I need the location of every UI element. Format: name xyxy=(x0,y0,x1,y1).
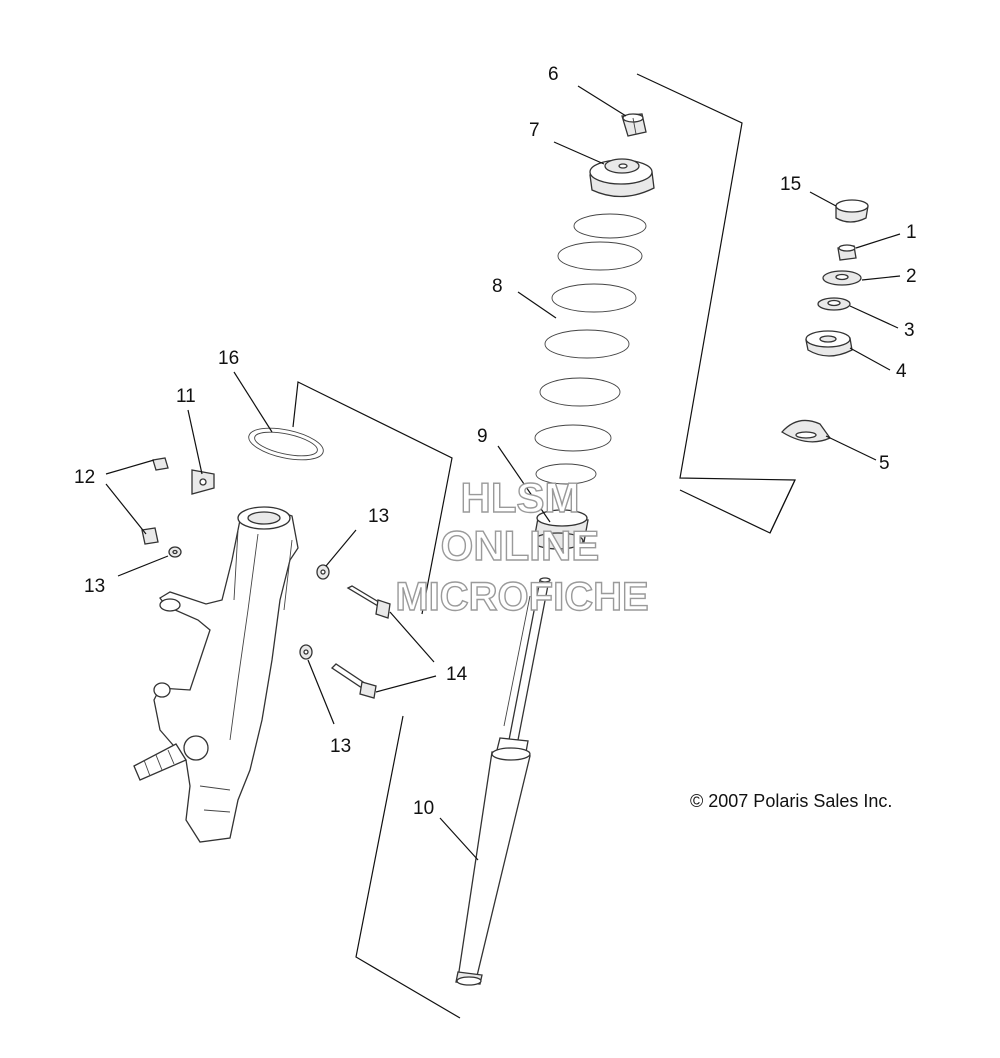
part-7-top-cap xyxy=(589,158,655,198)
leader-15 xyxy=(809,191,837,207)
part-13-washer-lower xyxy=(299,644,313,660)
part-14-bolt-lower xyxy=(330,663,377,699)
assembly-bracket-left xyxy=(292,381,453,615)
callout-3: 3 xyxy=(904,320,915,341)
leader-12-upper xyxy=(105,459,155,475)
part-10-shock-absorber xyxy=(455,577,551,986)
part-11-clip xyxy=(191,469,215,495)
part-1-nut xyxy=(837,244,857,261)
leader-9 xyxy=(497,445,551,523)
leader-5 xyxy=(825,435,877,461)
assembly-bracket-lower xyxy=(355,715,461,1019)
callout-7: 7 xyxy=(529,120,540,141)
assembly-bracket-right-lower xyxy=(769,479,796,534)
watermark-line-2: ONLINE xyxy=(441,522,600,569)
part-12-nut-upper xyxy=(152,457,169,471)
leader-8 xyxy=(517,291,557,319)
leader-1 xyxy=(855,233,901,249)
leader-11 xyxy=(187,409,203,475)
leader-13-lower xyxy=(307,659,335,725)
assembly-bracket-right xyxy=(636,73,796,534)
steering-knuckle xyxy=(133,506,299,843)
part-15-rubber-cap xyxy=(835,199,869,223)
part-3-washer xyxy=(817,297,851,311)
leader-10 xyxy=(439,817,479,861)
leader-13-left xyxy=(117,555,169,577)
leader-16 xyxy=(233,371,273,433)
leader-4 xyxy=(849,347,891,371)
part-13-washer-upper xyxy=(316,564,330,580)
callout-6: 6 xyxy=(548,64,559,85)
callout-10: 10 xyxy=(413,798,434,819)
part-8-coil-spring xyxy=(534,213,647,485)
callout-1: 1 xyxy=(906,222,917,243)
part-12-nut-lower xyxy=(141,527,159,545)
part-4-bushing xyxy=(805,330,853,357)
callout-14: 14 xyxy=(446,664,468,685)
leader-14-lower xyxy=(375,675,437,693)
callout-11: 11 xyxy=(176,386,196,407)
part-6-nut xyxy=(621,113,647,137)
callout-5: 5 xyxy=(879,453,890,474)
callout-9: 9 xyxy=(477,426,488,447)
part-2-washer xyxy=(822,270,862,286)
leader-12-lower xyxy=(105,483,147,535)
part-5-cone xyxy=(780,419,831,443)
callout-13-lower: 13 xyxy=(330,736,351,757)
copyright-text: © 2007 Polaris Sales Inc. xyxy=(690,791,892,811)
callout-4: 4 xyxy=(896,361,907,382)
leader-6 xyxy=(577,85,627,117)
part-13-washer-left xyxy=(168,546,182,558)
callout-16: 16 xyxy=(218,348,239,369)
leader-7 xyxy=(553,141,605,165)
callout-13-left: 13 xyxy=(84,576,105,597)
leader-3 xyxy=(849,305,899,329)
callout-12: 12 xyxy=(74,467,95,488)
callout-2: 2 xyxy=(906,266,917,287)
leader-14-upper xyxy=(389,611,435,663)
leader-2 xyxy=(861,275,901,281)
part-16-o-ring xyxy=(248,427,324,461)
watermark-line-3: MICROFICHE xyxy=(395,575,648,619)
callout-15: 15 xyxy=(780,174,801,195)
callout-13-upper: 13 xyxy=(368,506,389,527)
watermark-line-1: HLSM xyxy=(461,474,580,521)
part-14-bolt-upper xyxy=(346,585,391,619)
leader-13-upper xyxy=(325,529,357,567)
callout-8: 8 xyxy=(492,276,503,297)
